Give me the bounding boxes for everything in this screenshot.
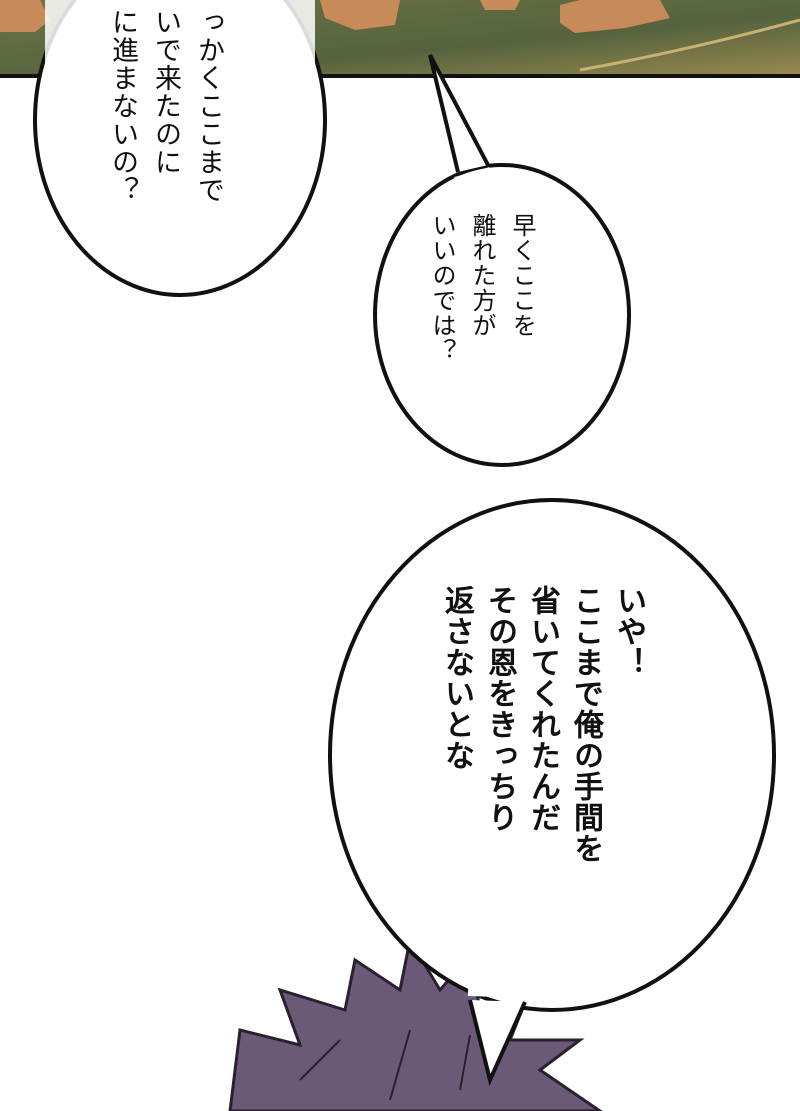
bubble-line: いや！ <box>611 585 646 678</box>
bubble-line: 省いてくれたんだ <box>525 585 560 833</box>
bubble-line: いいのでは？ <box>428 213 456 363</box>
bubble-line: っかくここまで <box>193 8 224 204</box>
bubble-line: 返さないとな <box>439 585 474 771</box>
bubble-line: 早くここを <box>508 213 536 338</box>
bubble-line: ここまで俺の手間を <box>568 585 603 864</box>
character-hair <box>228 935 603 1111</box>
bubble-line: に進まないの？ <box>107 8 138 204</box>
rock <box>560 0 670 33</box>
bubble-line: 離れた方が <box>468 213 496 338</box>
rock <box>0 0 50 32</box>
speech-bubble-2 <box>373 54 631 467</box>
bubble-1-text: っかくここまで いで来たのに に進まないの？ <box>101 8 230 204</box>
speech-bubble-3 <box>328 498 776 1087</box>
bubble-line: その恩をきっちり <box>482 585 517 833</box>
bubble-line: いで来たのに <box>150 8 181 176</box>
bubble-3-text: いや！ ここまで俺の手間を 省いてくれたんだ その恩をきっちり 返さないとな <box>435 585 650 864</box>
rock <box>320 0 400 30</box>
bubble-2-text: 早くここを 離れた方が いいのでは？ <box>422 213 542 363</box>
rock <box>480 0 520 10</box>
speech-bubble-1 <box>33 0 327 297</box>
